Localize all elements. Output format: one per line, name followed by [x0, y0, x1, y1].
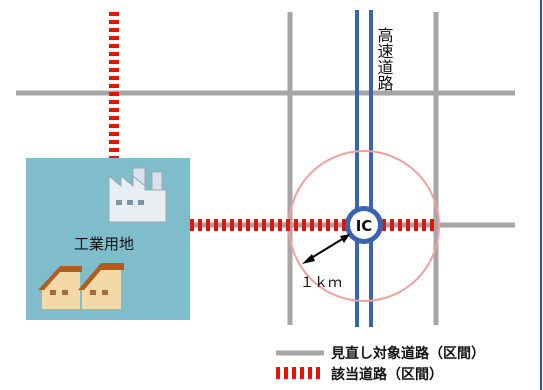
radius-label: １ｋｍ [300, 275, 342, 291]
legend-label-applicable: 該当道路（区間） [331, 366, 443, 383]
industrial-area-label: 工業用地 [74, 235, 134, 253]
highway-label: 高速道路 [375, 27, 394, 91]
ic-badge-icon [345, 206, 383, 244]
ic-label: IC [356, 217, 373, 235]
legend: 見直し対象道路（区間） 該当道路（区間） [276, 345, 485, 383]
radius-arrow-icon [302, 234, 350, 264]
houses-icon [38, 263, 124, 309]
legend-label-review: 見直し対象道路（区間） [330, 345, 485, 362]
highway [355, 10, 373, 327]
factory-icon [108, 167, 167, 223]
